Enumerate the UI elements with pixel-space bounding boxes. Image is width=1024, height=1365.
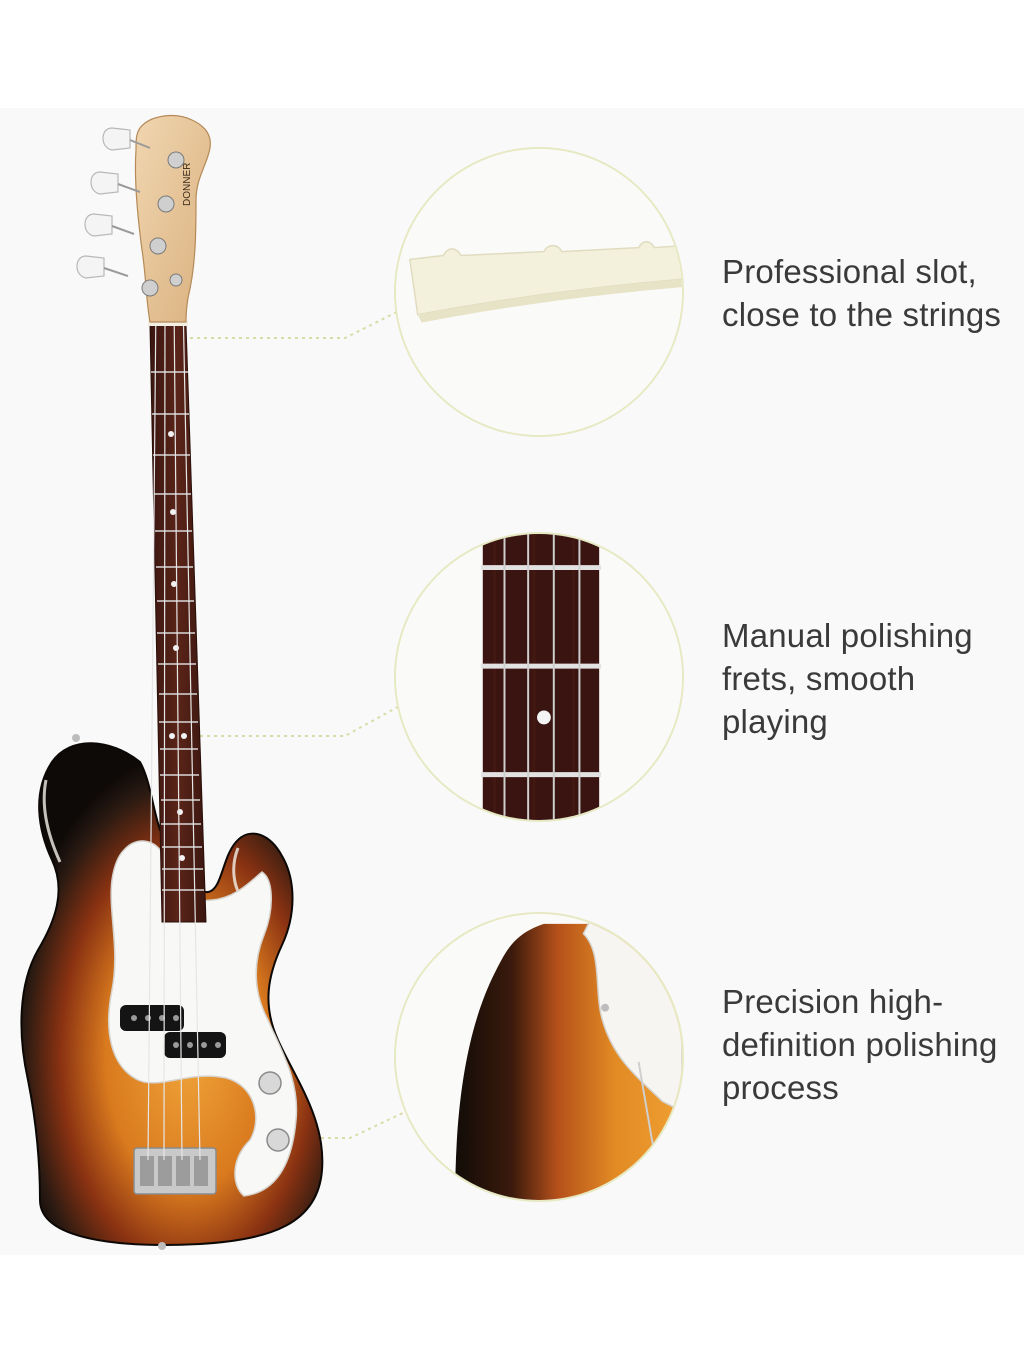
guitar-neck [147,299,207,1161]
nut-detail-icon [396,149,682,435]
svg-text:DONNER: DONNER [182,163,193,206]
feature-text-nut: Professional slot, close to the strings [722,253,1002,333]
nut-detail-circle [394,147,684,437]
fret-detail-icon [396,534,682,820]
body-detail-circle [394,912,684,1202]
feature-text-frets: Manual polishing frets, smooth playing [722,617,973,740]
guitar-headstock: DONNER [76,114,211,323]
leader-lines [190,307,406,1139]
fret-detail-circle [394,532,684,822]
feature-text-body: Precision high- definition polishing pro… [722,983,998,1106]
body-detail-icon [396,914,682,1200]
guitar-body [20,734,324,1250]
